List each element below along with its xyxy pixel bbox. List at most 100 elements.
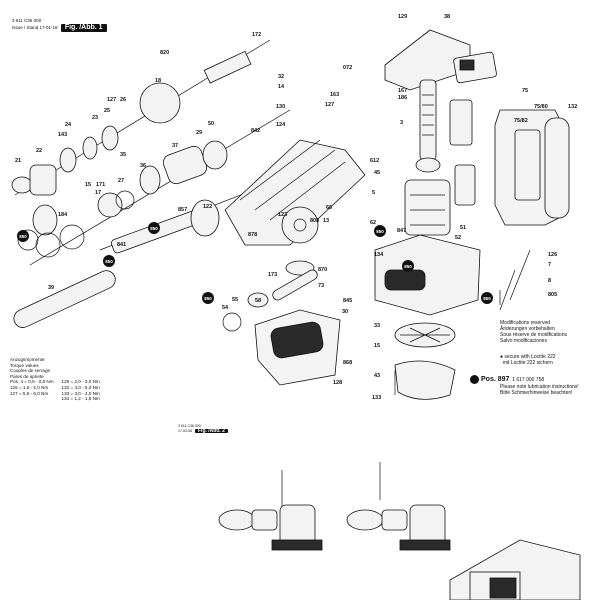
callout: 129 bbox=[398, 14, 408, 20]
circle-callout: 850 bbox=[481, 292, 493, 304]
callout: 17 bbox=[95, 190, 102, 196]
callout: 33 bbox=[374, 323, 381, 329]
callout: 127 bbox=[107, 97, 117, 103]
part-number: 1 617 000 758 bbox=[512, 376, 545, 383]
callout: 23 bbox=[92, 115, 99, 121]
callout: 22 bbox=[36, 148, 43, 154]
callout: 58 bbox=[255, 298, 262, 304]
issue-date: 17-02-06 bbox=[178, 428, 193, 433]
callout: 808 bbox=[310, 218, 320, 224]
circle-callout: 850 bbox=[17, 230, 29, 242]
callout: 35 bbox=[120, 152, 127, 158]
callout: 66 bbox=[326, 205, 333, 211]
callout: 75/82 bbox=[514, 118, 528, 124]
doc-number: 3 611 C36 000 bbox=[12, 18, 42, 23]
torque-value: 134 = 1,2 - 1,8 Nm bbox=[61, 396, 100, 402]
gear bbox=[281, 206, 319, 244]
circle-callout: 850 bbox=[202, 292, 214, 304]
callout: 126 bbox=[548, 252, 558, 258]
callout: 857 bbox=[178, 207, 188, 213]
callout: 173 bbox=[268, 272, 278, 278]
callout: 15 bbox=[374, 343, 381, 349]
torque-title: Anzugsmomente bbox=[10, 357, 45, 362]
callout: 841 bbox=[117, 242, 127, 248]
callout: 51 bbox=[460, 225, 467, 231]
callout: 55 bbox=[232, 297, 239, 303]
callout: 75/80 bbox=[534, 104, 548, 110]
callout: 5 bbox=[372, 190, 376, 196]
aux-handle-clamp bbox=[218, 509, 256, 531]
torque-values: Anzugsmomente Torque values Couples de s… bbox=[10, 357, 100, 402]
callout: 842 bbox=[251, 128, 261, 134]
note-line: Please note lubrication instructions! bbox=[500, 384, 579, 390]
note-line: Modifications reserved bbox=[500, 320, 551, 326]
callout: 845 bbox=[343, 298, 353, 304]
motor-housing bbox=[224, 139, 366, 246]
torque-line: Couples de serrage bbox=[10, 368, 51, 374]
torque-line: Pares de apriete bbox=[10, 373, 44, 379]
callout: 878 bbox=[248, 232, 258, 238]
callout: 32 bbox=[278, 74, 285, 80]
fan-housing bbox=[374, 234, 481, 316]
callout: 62 bbox=[370, 220, 377, 226]
callout: 143 bbox=[58, 132, 68, 138]
circle-callout: 850 bbox=[103, 255, 115, 267]
callout: 072 bbox=[343, 65, 353, 71]
callout: 75 bbox=[522, 88, 529, 94]
impact-mechanism bbox=[139, 82, 181, 124]
callout: 14 bbox=[278, 84, 285, 90]
bullet-icon bbox=[470, 375, 479, 384]
lubrication-note: Pos. 897 1 617 000 758 Please note lubri… bbox=[470, 375, 579, 396]
callout: 130 bbox=[276, 104, 286, 110]
callout: 134 bbox=[374, 252, 384, 258]
issue-date: 17-01-18 bbox=[39, 25, 58, 31]
note-line: Salvo modificaciones bbox=[500, 338, 547, 344]
callout: 50 bbox=[208, 121, 215, 127]
torque-value: 127 = 5,6 - 6,0 Nm bbox=[10, 390, 49, 396]
callout: 52 bbox=[455, 235, 462, 241]
callout: 171 bbox=[96, 182, 106, 188]
callout: 184 bbox=[58, 212, 68, 218]
callout: 13 bbox=[323, 218, 330, 224]
torque-value: 133 = 3,0 - 4,0 Nm bbox=[61, 390, 100, 396]
note-line: Änderungen vorbehalten bbox=[500, 326, 555, 332]
callout: 3 bbox=[400, 120, 404, 126]
callout: 73 bbox=[318, 283, 325, 289]
callout: 172 bbox=[252, 32, 262, 38]
note-line: mit Loctite 222 sichern bbox=[502, 360, 553, 366]
callout: 39 bbox=[48, 285, 55, 291]
callout: 847 bbox=[397, 228, 407, 234]
fig-label: Fig. /Abb. 2 bbox=[195, 428, 228, 433]
callout: 36 bbox=[140, 163, 147, 169]
bottom-cover bbox=[394, 360, 456, 400]
callout: 15 bbox=[85, 182, 92, 188]
callout: 123 bbox=[278, 212, 288, 218]
loctite-note: ● secure with Loctite 222 mit Loctite 22… bbox=[500, 354, 556, 366]
callout: 132 bbox=[568, 104, 578, 110]
torque-value: 125 = 1,5 - 2,0 Nm bbox=[10, 384, 49, 390]
callout: 43 bbox=[374, 373, 381, 379]
pos-label: Pos. 897 bbox=[481, 375, 510, 383]
callout: 45 bbox=[374, 170, 381, 176]
tool-holder bbox=[29, 164, 57, 196]
circle-callout: 850 bbox=[402, 260, 414, 272]
torque-value: Pos. 4 = 0,5 - 0,8 Nm bbox=[10, 379, 54, 385]
callout: 870 bbox=[318, 267, 328, 273]
stator bbox=[404, 179, 451, 236]
callout: 820 bbox=[160, 50, 170, 56]
callout: 26 bbox=[120, 97, 127, 103]
doc-number: 3 611 C36 000 bbox=[178, 424, 201, 428]
sheet-header: 3 611 C36 000 Issue / Stand 17-01-18 Fig… bbox=[12, 18, 107, 32]
callout: 7 bbox=[548, 262, 552, 268]
torque-line: Torque values bbox=[10, 362, 39, 368]
circle-callout: 850 bbox=[148, 222, 160, 234]
callout: 54 bbox=[222, 305, 229, 311]
callout: 37 bbox=[172, 143, 179, 149]
callout: 167 bbox=[398, 88, 408, 94]
torque-value: 132 = 4,0 - 5,0 Nm bbox=[61, 384, 100, 390]
circle-callout: 850 bbox=[374, 225, 386, 237]
fig-label: Fig. /Abb. 1 bbox=[60, 24, 107, 32]
callout: 133 bbox=[372, 395, 382, 401]
